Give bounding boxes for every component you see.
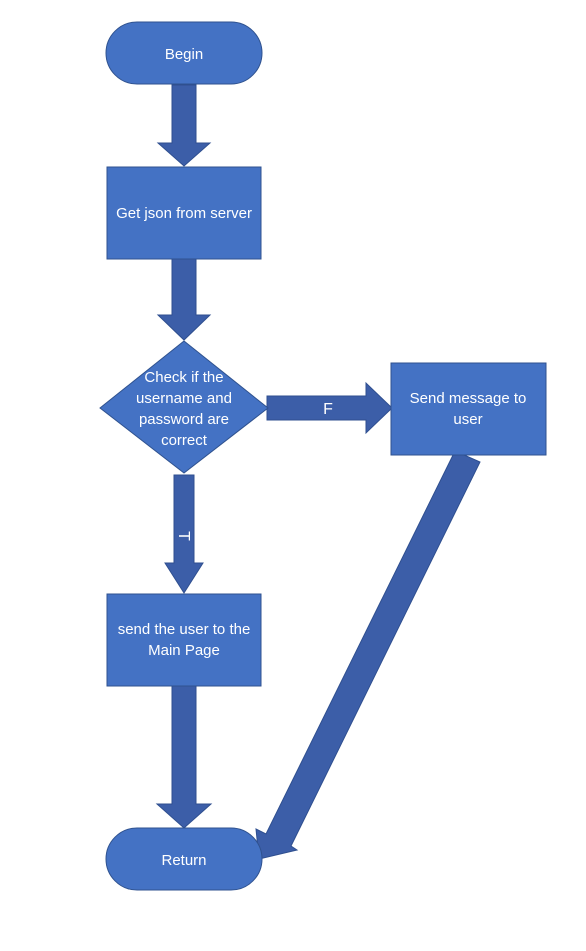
send-message-label-line-1: Send message to bbox=[410, 390, 527, 407]
node-get-json bbox=[106, 166, 262, 260]
send-message-label-line-2: user bbox=[453, 411, 482, 428]
node-check-decision bbox=[99, 340, 269, 474]
arrow-begin-to-get-json bbox=[156, 84, 212, 167]
false-edge-label: F bbox=[323, 401, 333, 418]
arrow-main-page-to-return bbox=[155, 685, 213, 829]
node-begin bbox=[105, 21, 263, 85]
check-label-line-3: password are bbox=[139, 411, 229, 428]
main-page-label-line-1: send the user to the bbox=[118, 621, 251, 638]
arrow-get-json-to-check bbox=[156, 258, 212, 341]
node-main-page bbox=[106, 593, 262, 687]
check-label-line-1: Check if the bbox=[144, 369, 223, 386]
node-return bbox=[105, 827, 263, 891]
true-edge-label: T bbox=[175, 531, 192, 541]
main-page-label-line-2: Main Page bbox=[148, 642, 220, 659]
check-label-line-2: username and bbox=[136, 390, 232, 407]
get-json-label: Get json from server bbox=[116, 205, 252, 222]
arrow-send-message-to-return bbox=[255, 450, 481, 860]
arrow-check-false-to-send-message bbox=[266, 381, 393, 435]
node-send-message bbox=[390, 362, 547, 456]
return-label: Return bbox=[161, 852, 206, 869]
check-label-line-4: correct bbox=[161, 432, 208, 449]
begin-label: Begin bbox=[165, 46, 203, 63]
arrow-check-true-to-main-page bbox=[164, 474, 204, 594]
